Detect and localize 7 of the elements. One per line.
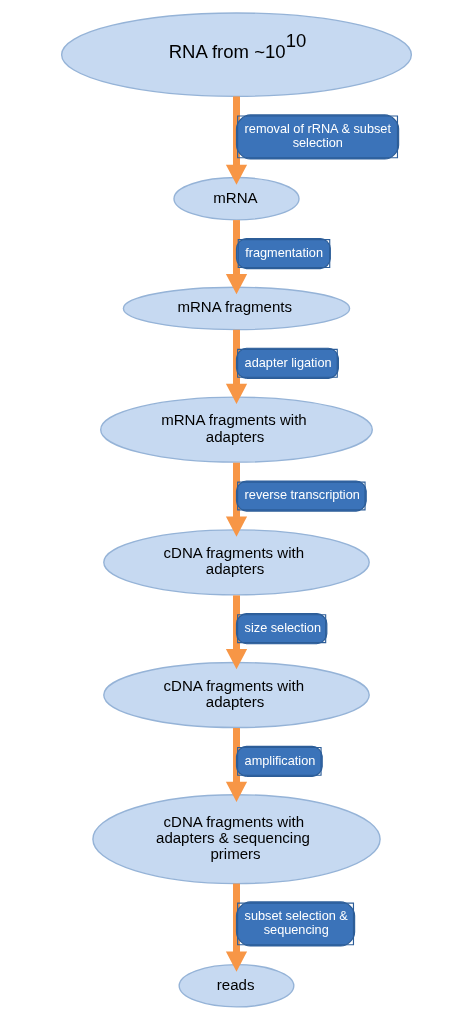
edge-label: amplification [244,752,316,768]
edge-label: adapter ligation [244,354,332,370]
edge-label: removal of rRNA & subset selection [244,121,391,151]
edge-label: size selection [244,619,321,635]
edge-label: fragmentation [245,244,323,260]
edge-label: reverse transcription [244,487,360,503]
edge-label: subset selection & sequencing [244,908,348,938]
